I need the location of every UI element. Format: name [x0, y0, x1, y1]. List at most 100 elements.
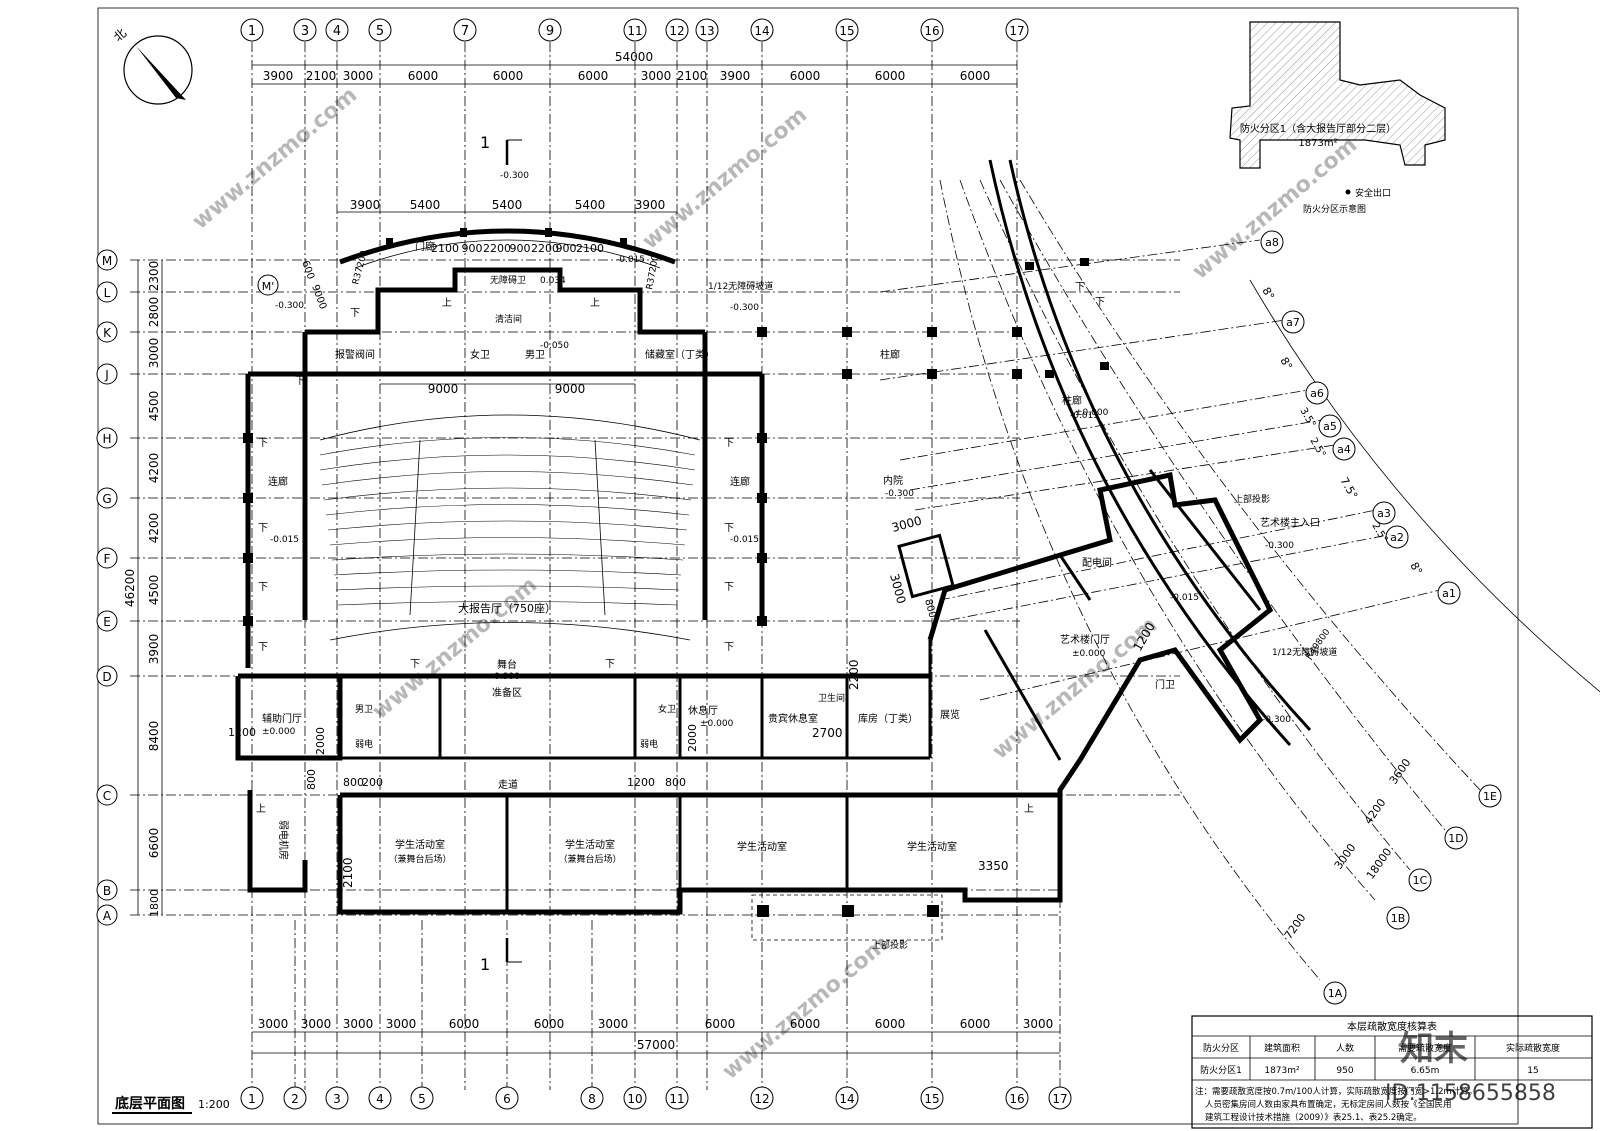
- bottom-dimensions: 3000 3000 3000 3000 6000 6000 3000 6000 …: [252, 1017, 1060, 1054]
- svg-text:6.65m: 6.65m: [1411, 1066, 1440, 1076]
- svg-text:下: 下: [605, 659, 615, 670]
- svg-text:需要疏散宽度: 需要疏散宽度: [1398, 1042, 1452, 1054]
- svg-text:6000: 6000: [534, 1017, 565, 1031]
- svg-text:900: 900: [462, 242, 483, 255]
- svg-text:15: 15: [1527, 1066, 1538, 1076]
- svg-text:弱电: 弱电: [355, 738, 373, 750]
- bottom-axis-bubbles: 1 2 3 4 5 6 8 10 11 12 14 15 16 17: [240, 1086, 1072, 1110]
- svg-text:本层疏散宽度核算表: 本层疏散宽度核算表: [1347, 1020, 1437, 1033]
- svg-text:8400: 8400: [147, 721, 161, 752]
- svg-text:10: 10: [627, 1092, 642, 1106]
- left-axis-bubbles: M L K J H G F E D C B A M': [96, 249, 279, 926]
- svg-text:±0.000: ±0.000: [262, 727, 296, 737]
- svg-text:E: E: [103, 615, 111, 629]
- svg-text:1C: 1C: [1413, 874, 1428, 887]
- svg-text:学生活动室: 学生活动室: [737, 840, 787, 853]
- svg-text:防火分区示意图: 防火分区示意图: [1303, 203, 1366, 215]
- svg-text:4500: 4500: [147, 575, 161, 606]
- room-prep: 准备区: [492, 686, 522, 699]
- svg-text:走道: 走道: [498, 778, 518, 791]
- svg-text:3000: 3000: [147, 338, 161, 369]
- svg-text:8: 8: [588, 1092, 596, 1106]
- svg-text:防火分区: 防火分区: [1203, 1042, 1239, 1054]
- brand-watermark: 知末: [1400, 1029, 1468, 1069]
- svg-text:5400: 5400: [492, 198, 523, 212]
- svg-text:3900: 3900: [350, 198, 381, 212]
- svg-text:实际疏散宽度: 实际疏散宽度: [1506, 1042, 1560, 1054]
- svg-text:800: 800: [922, 598, 938, 619]
- svg-text:16: 16: [924, 24, 939, 38]
- room-stage: 舞台: [497, 658, 517, 671]
- svg-text:C: C: [103, 789, 111, 803]
- svg-text:辅助门厅: 辅助门厅: [262, 712, 302, 725]
- svg-text:下: 下: [258, 438, 268, 449]
- svg-text:3: 3: [333, 1092, 341, 1106]
- svg-text:-0.015: -0.015: [1070, 411, 1099, 421]
- svg-text:库房（丁类）: 库房（丁类）: [858, 712, 918, 725]
- axis-bubble: 11: [623, 18, 647, 42]
- svg-text:下: 下: [410, 659, 420, 670]
- svg-text:6000: 6000: [408, 69, 439, 83]
- svg-text:注：需要疏散宽度按0.7m/100人计算，实际疏散宽度按门宽: 注：需要疏散宽度按0.7m/100人计算，实际疏散宽度按门宽>1.2m计算。: [1195, 1086, 1477, 1097]
- svg-text:3350: 3350: [978, 859, 1009, 873]
- svg-text:46200: 46200: [123, 569, 137, 607]
- svg-text:800: 800: [665, 776, 686, 789]
- svg-text:-0.300: -0.300: [1265, 541, 1294, 551]
- top-dimensions: 54000 3900 2100 3000 6000 6000 6000 3000…: [252, 50, 1017, 85]
- svg-text:9: 9: [546, 24, 554, 39]
- svg-text:11: 11: [627, 24, 642, 38]
- svg-text:下: 下: [258, 582, 268, 593]
- svg-text:1/12无障碍坡道: 1/12无障碍坡道: [708, 280, 773, 292]
- svg-text:1: 1: [480, 955, 490, 974]
- svg-text:-0.015: -0.015: [270, 535, 299, 545]
- svg-text:2100: 2100: [306, 69, 337, 83]
- inner-dimensions: 9000 9000 3000 3000 800 2700 2200 1200 8…: [228, 382, 1158, 888]
- svg-text:女卫: 女卫: [470, 348, 490, 361]
- svg-text:-0.300: -0.300: [730, 303, 759, 313]
- svg-text:学生活动室: 学生活动室: [395, 838, 445, 851]
- svg-text:1E: 1E: [1483, 790, 1497, 803]
- svg-text:连廊: 连廊: [268, 475, 288, 488]
- svg-text:建筑面积: 建筑面积: [1264, 1042, 1300, 1054]
- svg-text:±0.000: ±0.000: [700, 719, 734, 729]
- svg-text:艺术楼主入口: 艺术楼主入口: [1260, 516, 1320, 529]
- svg-text:建筑工程设计技术措施（2009）》表25.1、表25.2确定: 建筑工程设计技术措施（2009）》表25.1、表25.2确定。: [1205, 1112, 1422, 1123]
- svg-text:-0.050: -0.050: [540, 341, 569, 351]
- svg-text:人数: 人数: [1336, 1042, 1354, 1054]
- svg-text:2: 2: [291, 1092, 299, 1106]
- svg-text:学生活动室: 学生活动室: [565, 838, 615, 851]
- svg-text:H: H: [102, 432, 111, 446]
- svg-text:配电间: 配电间: [1082, 556, 1112, 569]
- svg-text:a8: a8: [1265, 236, 1279, 249]
- svg-text:上: 上: [256, 803, 266, 815]
- svg-text:6000: 6000: [578, 69, 609, 83]
- svg-text:-0.015: -0.015: [616, 255, 645, 265]
- svg-text:200: 200: [362, 776, 383, 789]
- svg-text:3000: 3000: [258, 1017, 289, 1031]
- building-walls: [235, 267, 1063, 915]
- svg-text:6000: 6000: [875, 69, 906, 83]
- svg-text:4: 4: [376, 1092, 384, 1106]
- svg-text:±0.000: ±0.000: [1072, 649, 1106, 659]
- svg-text:柱廊: 柱廊: [880, 348, 900, 361]
- svg-text:休息厅: 休息厅: [688, 704, 718, 717]
- section-mark-bottom: 1: [480, 938, 522, 974]
- svg-text:连廊: 连廊: [730, 475, 750, 488]
- left-dimensions: 46200 2300 2800 3000 4500 4200 4200 4500…: [123, 260, 163, 917]
- svg-text:12: 12: [754, 1092, 769, 1106]
- svg-text:16: 16: [1009, 1092, 1024, 1106]
- svg-text:下: 下: [258, 523, 268, 534]
- svg-text:2000: 2000: [686, 724, 699, 752]
- svg-text:A: A: [103, 909, 112, 923]
- svg-text:a4: a4: [1337, 443, 1351, 456]
- svg-text:下: 下: [1075, 282, 1085, 293]
- svg-text:3900: 3900: [635, 198, 666, 212]
- svg-text:9000: 9000: [555, 382, 586, 396]
- axis-bubble: 13: [695, 18, 719, 42]
- svg-text:1200: 1200: [627, 776, 655, 789]
- section-mark-top: 1: [480, 133, 522, 165]
- id-watermark: ID:1158655858: [1385, 1081, 1556, 1106]
- horizontal-grid-lines: [130, 259, 1180, 916]
- svg-text:防火分区1（含大报告厅部分二层）: 防火分区1（含大报告厅部分二层）: [1240, 122, 1396, 135]
- svg-text:900: 900: [556, 242, 577, 255]
